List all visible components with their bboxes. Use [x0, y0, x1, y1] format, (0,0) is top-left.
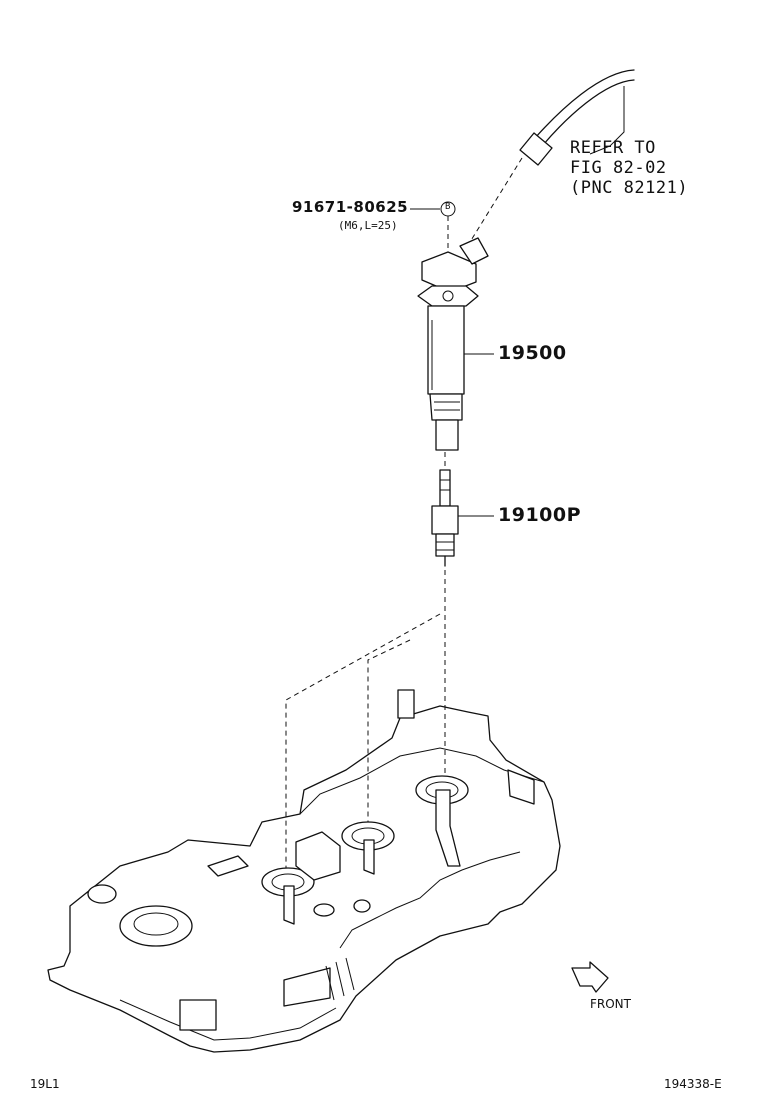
refer-leader [589, 86, 625, 155]
cylinder-head-cover [47, 689, 561, 1053]
ignition-coil [417, 237, 489, 451]
front-label: FRONT [590, 997, 631, 1011]
bolt-marker: B [445, 202, 451, 212]
footer-left-code: 19L1 [30, 1077, 60, 1091]
footer-right-code: 194338-E [664, 1077, 722, 1091]
refer-to-line-1: REFER TO [570, 138, 656, 158]
bolt-spec: (M6,L=25) [338, 219, 398, 232]
wire-harness [469, 69, 635, 243]
front-arrow-icon [571, 961, 609, 993]
spark-plug [431, 452, 459, 567]
coil-part-number: 19500 [498, 342, 567, 364]
bolt-part-number: 91671-80625 [292, 198, 409, 216]
plug-part-number: 19100P [498, 504, 582, 526]
refer-to-line-2: FIG 82-02 [570, 158, 667, 178]
refer-to-line-3: (PNC 82121) [570, 178, 689, 198]
installation-lines [285, 570, 446, 880]
